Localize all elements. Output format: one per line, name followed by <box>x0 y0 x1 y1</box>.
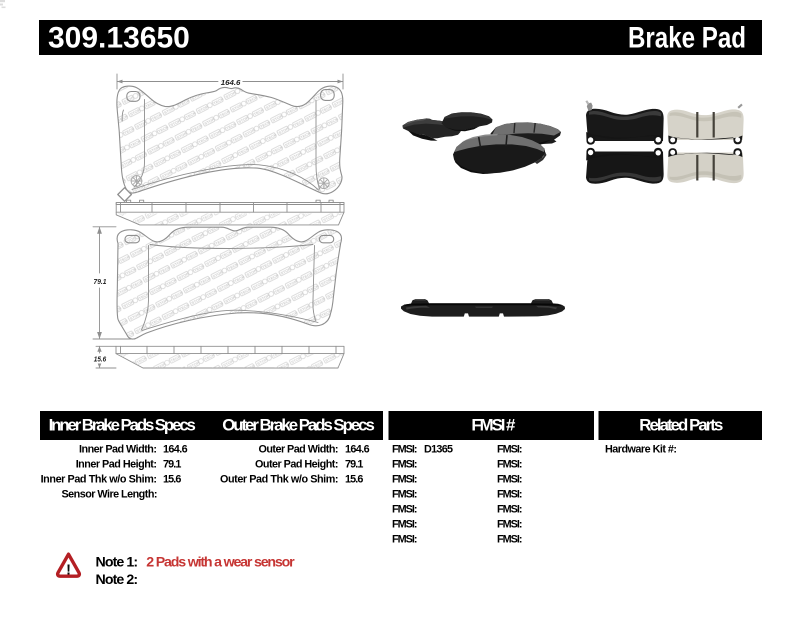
svg-text:79.1: 79.1 <box>163 459 181 471</box>
svg-text:164.6: 164.6 <box>345 444 370 456</box>
svg-text:Outer Brake Pads Specs: Outer Brake Pads Specs <box>222 416 375 435</box>
svg-text:Hardware Kit #:: Hardware Kit #: <box>605 444 677 456</box>
svg-text:Outer Pad Height:: Outer Pad Height: <box>255 459 339 471</box>
svg-text:FMSI:: FMSI: <box>392 504 418 516</box>
svg-text:309.13650: 309.13650 <box>48 22 190 55</box>
svg-text:FMSI:: FMSI: <box>392 444 418 456</box>
svg-text:15.6: 15.6 <box>94 357 107 364</box>
svg-text:FMSI:: FMSI: <box>392 474 418 486</box>
svg-text:D1365: D1365 <box>424 444 453 456</box>
svg-text:FMSI:: FMSI: <box>392 489 418 501</box>
svg-text:Inner Brake Pads Specs: Inner Brake Pads Specs <box>49 416 196 435</box>
svg-text:Note 1:: Note 1: <box>96 555 139 571</box>
svg-text:FMSI:: FMSI: <box>497 474 523 486</box>
svg-text:FMSI:: FMSI: <box>497 444 523 456</box>
svg-text:!: ! <box>66 563 71 579</box>
svg-text:15.6: 15.6 <box>163 474 181 486</box>
svg-text:Brake Pad: Brake Pad <box>628 22 746 55</box>
svg-text:FMSI:: FMSI: <box>497 504 523 516</box>
svg-text:Sensor Wire Length:: Sensor Wire Length: <box>62 489 158 501</box>
svg-text:Related Parts: Related Parts <box>639 416 723 435</box>
svg-text:FMSI:: FMSI: <box>497 534 523 546</box>
svg-text:164.6: 164.6 <box>221 80 241 87</box>
svg-text:FMSI:: FMSI: <box>392 534 418 546</box>
svg-text:FMSI:: FMSI: <box>392 519 418 531</box>
svg-text:Outer Pad Thk w/o Shim:: Outer Pad Thk w/o Shim: <box>220 474 339 486</box>
svg-text:Note 2:: Note 2: <box>96 572 139 588</box>
svg-text:Outer Pad Width:: Outer Pad Width: <box>259 444 339 456</box>
svg-text:FMSI:: FMSI: <box>497 459 523 471</box>
svg-text:FMSI:: FMSI: <box>497 519 523 531</box>
svg-text:FMSI:: FMSI: <box>497 489 523 501</box>
svg-text:Inner Pad Thk w/o Shim:: Inner Pad Thk w/o Shim: <box>41 474 157 486</box>
svg-text:15.6: 15.6 <box>345 474 363 486</box>
svg-text:Inner Pad Height:: Inner Pad Height: <box>76 459 157 471</box>
svg-text:FMSI:: FMSI: <box>392 459 418 471</box>
svg-text:164.6: 164.6 <box>163 444 188 456</box>
svg-text:2 Pads with a wear sensor: 2 Pads with a wear sensor <box>146 555 295 571</box>
svg-text:FMSI #: FMSI # <box>471 416 516 435</box>
svg-text:79.1: 79.1 <box>345 459 363 471</box>
svg-text:Inner Pad Width:: Inner Pad Width: <box>79 444 157 456</box>
svg-text:79.1: 79.1 <box>94 279 107 286</box>
